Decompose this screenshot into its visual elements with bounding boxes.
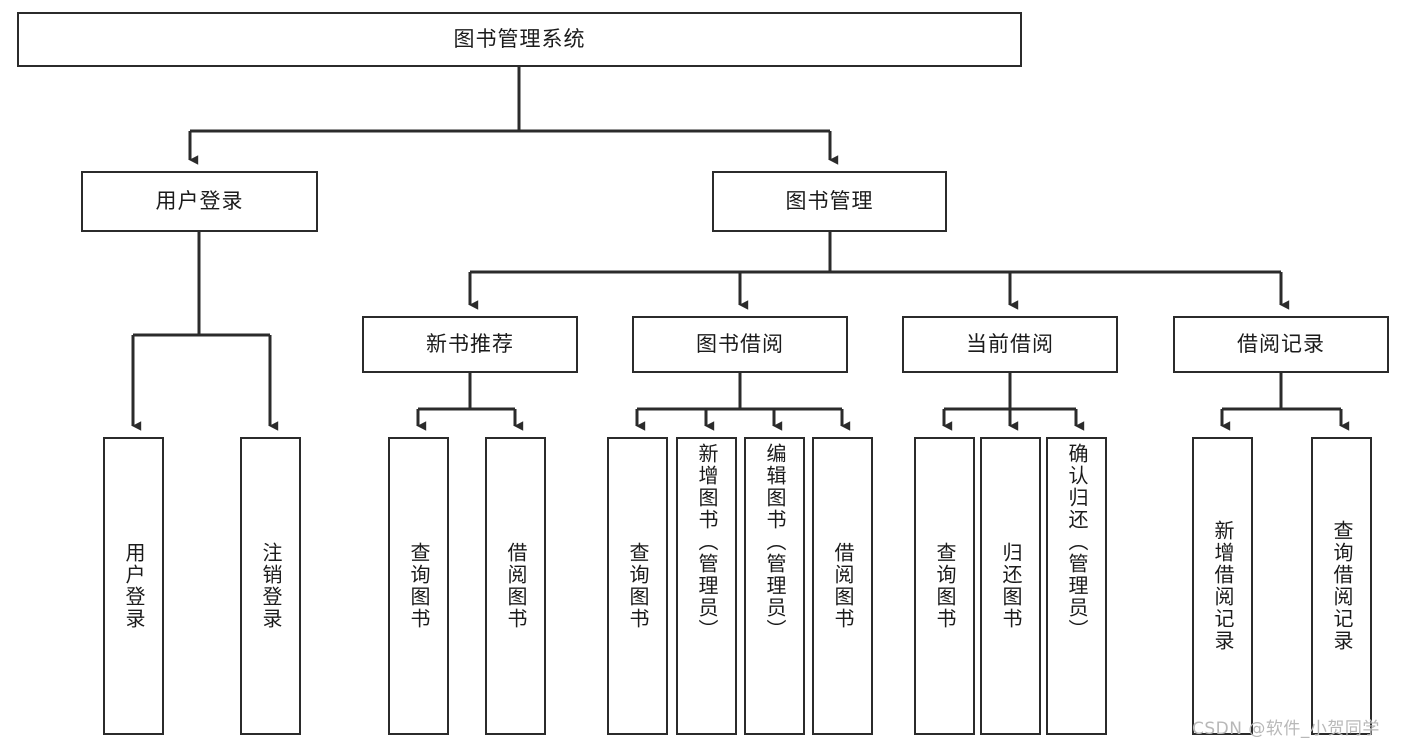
node-leaf-query-book-1-label: 查询图书 [407,542,431,630]
node-leaf-user-login[interactable]: 用户登录 [103,437,164,735]
node-leaf-query-record-label: 查询借阅记录 [1330,520,1354,652]
node-leaf-confirm-return[interactable]: 确认归还（管理员） [1046,437,1107,735]
node-leaf-query-book-3[interactable]: 查询图书 [914,437,975,735]
node-leaf-borrow-book-2-label: 借阅图书 [831,542,855,630]
node-leaf-borrow-book-1-label: 借阅图书 [504,542,528,630]
node-leaf-borrow-book-1[interactable]: 借阅图书 [485,437,546,735]
node-leaf-edit-book-label: 编辑图书（管理员） [763,443,787,641]
node-borrow-record[interactable]: 借阅记录 [1173,316,1389,373]
node-leaf-query-book-2-label: 查询图书 [626,542,650,630]
node-book-manage-label: 图书管理 [785,189,874,213]
node-user-login[interactable]: 用户登录 [81,171,318,232]
node-leaf-query-book-2[interactable]: 查询图书 [607,437,668,735]
node-leaf-user-logout[interactable]: 注销登录 [240,437,301,735]
node-leaf-query-book-1[interactable]: 查询图书 [388,437,449,735]
csdn-watermark: CSDN @软件_小贺同学 [1192,719,1380,739]
node-leaf-add-book-label: 新增图书（管理员） [695,443,719,641]
node-leaf-query-record[interactable]: 查询借阅记录 [1311,437,1372,735]
node-leaf-user-login-label: 用户登录 [122,542,146,630]
node-new-book-recommend-label: 新书推荐 [426,332,514,356]
node-leaf-edit-book[interactable]: 编辑图书（管理员） [744,437,805,735]
node-leaf-add-book[interactable]: 新增图书（管理员） [676,437,737,735]
node-book-borrow-label: 图书借阅 [696,332,784,356]
node-book-borrow[interactable]: 图书借阅 [632,316,848,373]
node-book-manage[interactable]: 图书管理 [712,171,947,232]
node-user-login-label: 用户登录 [155,189,244,213]
node-new-book-recommend[interactable]: 新书推荐 [362,316,578,373]
node-leaf-add-record[interactable]: 新增借阅记录 [1192,437,1253,735]
node-root-label: 图书管理系统 [453,27,586,51]
node-leaf-borrow-book-2[interactable]: 借阅图书 [812,437,873,735]
node-leaf-return-book[interactable]: 归还图书 [980,437,1041,735]
node-current-borrow-label: 当前借阅 [966,332,1054,356]
node-leaf-add-record-label: 新增借阅记录 [1211,520,1235,652]
node-leaf-query-book-3-label: 查询图书 [933,542,957,630]
node-root[interactable]: 图书管理系统 [17,12,1022,67]
node-borrow-record-label: 借阅记录 [1237,332,1325,356]
node-leaf-confirm-return-label: 确认归还（管理员） [1065,443,1089,641]
node-current-borrow[interactable]: 当前借阅 [902,316,1118,373]
node-leaf-return-book-label: 归还图书 [999,542,1023,630]
node-leaf-user-logout-label: 注销登录 [259,542,283,630]
